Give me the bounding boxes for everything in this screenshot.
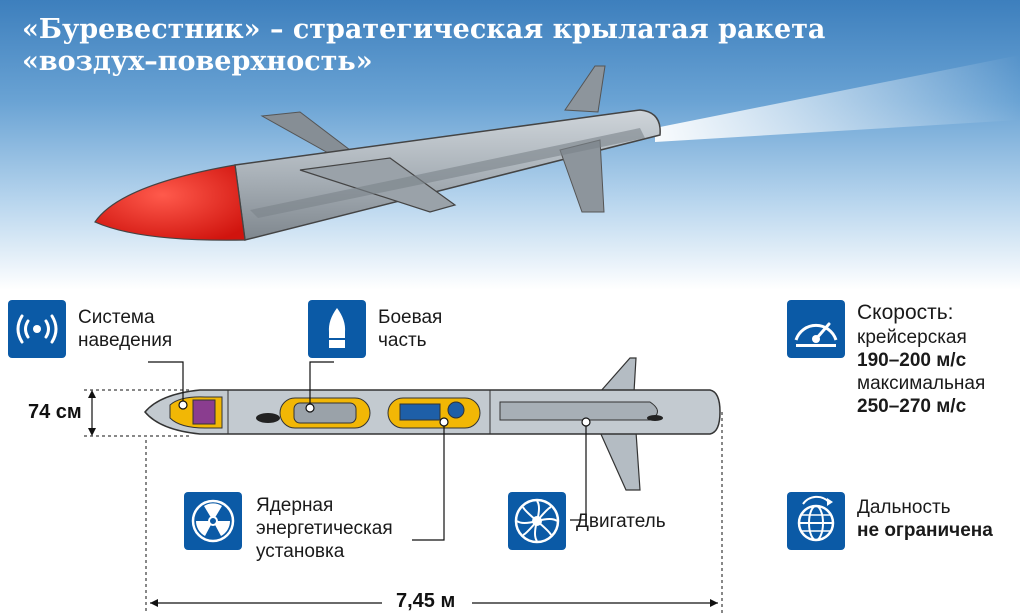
radiation-icon	[184, 492, 242, 550]
leader-guidance	[148, 361, 184, 405]
speed-specs: Скорость: крейсерская 190–200 м/с максим…	[857, 301, 986, 417]
body-strake	[250, 128, 645, 218]
missile-illustration	[94, 55, 1020, 241]
warhead-label: Боевая часть	[378, 307, 443, 351]
intake	[256, 413, 280, 423]
cutaway-wing	[499, 401, 658, 421]
nozzle	[647, 415, 663, 421]
radio-signal-icon	[8, 300, 66, 358]
tail-fin-top	[564, 65, 606, 113]
range-specs: Дальность не ограничена	[857, 497, 993, 541]
title-line-2: «воздух–поверхность»	[22, 46, 373, 77]
cutaway-fin-bottom	[599, 431, 641, 491]
leader-engine	[570, 422, 587, 521]
missile-nose	[94, 164, 246, 241]
leader-warhead	[309, 361, 334, 408]
diameter-label: 74 см	[28, 401, 82, 423]
reactor-unit	[399, 403, 441, 421]
speedometer-icon	[787, 300, 845, 358]
warhead-unit	[293, 402, 357, 424]
globe-icon	[787, 492, 845, 550]
leader-nuclear	[412, 422, 445, 541]
reactor-core	[447, 401, 465, 419]
nuclear-label: Ядерная энергетическая установка	[256, 495, 393, 562]
exhaust-trail	[655, 55, 1020, 142]
cutaway-fin-top	[598, 357, 637, 393]
warhead-icon	[308, 300, 366, 358]
guidance-unit	[192, 399, 216, 425]
engine-label: Двигатель	[576, 511, 666, 532]
page-title: «Буревестник» – стратегическая крылатая …	[22, 14, 825, 78]
turbine-icon	[508, 492, 566, 550]
title-line-1: «Буревестник» – стратегическая крылатая …	[22, 14, 826, 45]
length-label: 7,45 м	[396, 590, 456, 612]
guidance-label: Система наведения	[78, 307, 173, 351]
